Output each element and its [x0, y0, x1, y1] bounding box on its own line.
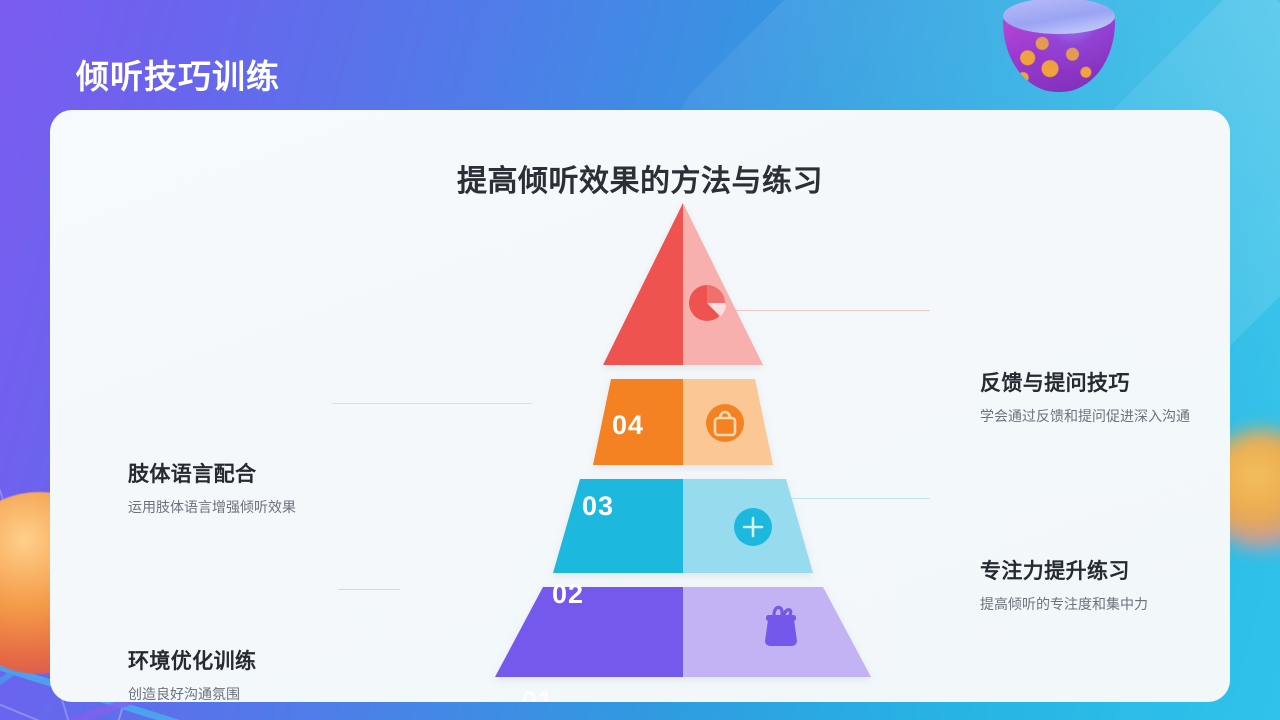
- label-environment[interactable]: 环境优化训练 创造良好沟通氛围: [128, 645, 256, 702]
- shopping-bag-icon: [706, 404, 744, 442]
- label-focus[interactable]: 专注力提升练习 提高倾听的专注度和集中力: [980, 555, 1148, 614]
- plus-circle-icon: [734, 508, 772, 546]
- decorative-3d-object: [995, 0, 1115, 106]
- pyramid-tier-number-01: 01: [521, 686, 555, 702]
- label-body-language-title: 肢体语言配合: [128, 463, 257, 486]
- page-title: 倾听技巧训练: [76, 58, 280, 95]
- decorative-bowl-rim: [1003, 0, 1115, 34]
- pie-chart-icon: [689, 285, 726, 321]
- purse-icon: [765, 605, 797, 646]
- pyramid-tier-number-04: 04: [611, 410, 645, 440]
- label-body-language[interactable]: 肢体语言配合 运用肢体语言增强倾听效果: [128, 458, 296, 517]
- label-feedback[interactable]: 反馈与提问技巧 学会通过反馈和提问促进深入沟通: [980, 367, 1190, 426]
- label-environment-title: 环境优化训练: [128, 650, 257, 673]
- pyramid-tier-number-02: 02: [551, 579, 585, 609]
- label-body-language-subtitle: 运用肢体语言增强倾听效果: [128, 499, 296, 515]
- label-feedback-subtitle: 学会通过反馈和提问促进深入沟通: [980, 408, 1190, 424]
- pyramid-tier-number-03: 03: [581, 491, 615, 521]
- label-focus-title: 专注力提升练习: [980, 560, 1130, 583]
- label-focus-subtitle: 提高倾听的专注度和集中力: [980, 596, 1148, 612]
- connector-line-feedback: [702, 310, 930, 311]
- label-environment-subtitle: 创造良好沟通氛围: [128, 686, 240, 702]
- card-heading: 提高倾听效果的方法与练习: [457, 165, 823, 198]
- content-card: 提高倾听效果的方法与练习: [50, 110, 1230, 702]
- label-feedback-title: 反馈与提问技巧: [980, 372, 1130, 395]
- pyramid-tier-04[interactable]: [603, 203, 763, 365]
- connector-line-focus: [782, 498, 930, 499]
- pyramid-diagram: 04 03 02 01: [335, 195, 945, 702]
- connector-line-body-language: [332, 403, 532, 404]
- connector-line-environment: [338, 589, 400, 590]
